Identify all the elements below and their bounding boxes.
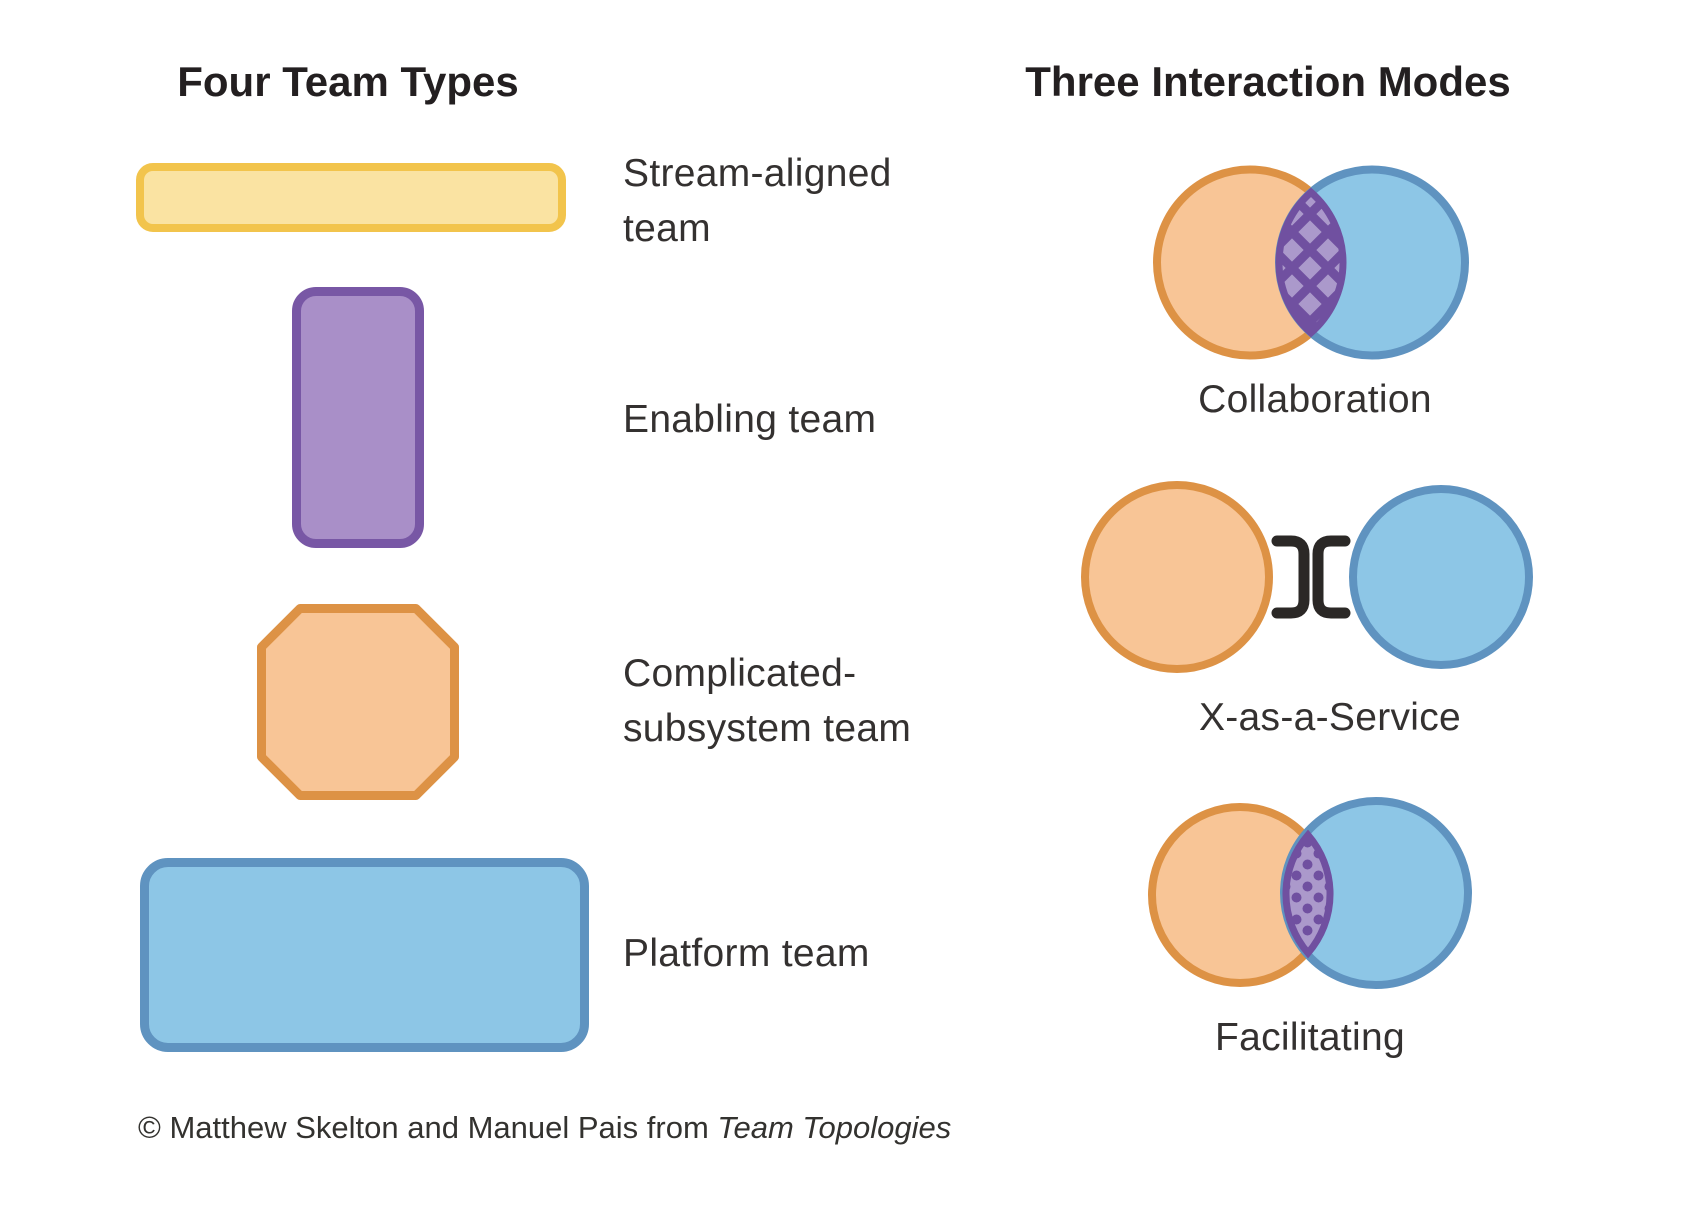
stream-aligned-team-shape — [136, 163, 566, 232]
four-team-types-title: Four Team Types — [177, 58, 519, 105]
x-as-a-service-label: X-as-a-Service — [1198, 696, 1462, 739]
collaboration-label: Collaboration — [1198, 378, 1432, 421]
xaas-blue-circle — [1349, 485, 1533, 669]
complicated-subsystem-team-label: Complicated- subsystem team — [623, 652, 912, 750]
collaboration-venn — [1153, 165, 1469, 360]
facilitating-venn — [1148, 797, 1472, 989]
x-as-a-service-diagram — [1081, 481, 1533, 673]
three-interaction-modes-title: Three Interaction Modes — [1025, 58, 1511, 105]
xaas-orange-circle — [1081, 481, 1273, 673]
xaas-right-bracket-icon — [1312, 535, 1351, 619]
xaas-left-bracket-icon — [1271, 535, 1310, 619]
facilitating-overlap-dots — [1282, 829, 1334, 959]
enabling-team-label: Enabling team — [623, 398, 877, 441]
platform-team-shape — [140, 858, 589, 1052]
octagon — [257, 604, 459, 800]
platform-team-label: Platform team — [623, 932, 870, 975]
complicated-subsystem-team-shape — [257, 604, 459, 800]
copyright-text: © Matthew Skelton and Manuel Pais from — [138, 1110, 718, 1145]
stream-aligned-team-label: Stream-aligned team — [623, 152, 892, 250]
book-title-text: Team Topologies — [717, 1110, 952, 1145]
enabling-team-shape — [292, 287, 424, 548]
facilitating-label: Facilitating — [1214, 1016, 1405, 1059]
copyright-attribution: © Matthew Skelton and Manuel Pais from T… — [138, 1110, 951, 1146]
collaboration-overlap-crosshatch — [1275, 187, 1347, 338]
